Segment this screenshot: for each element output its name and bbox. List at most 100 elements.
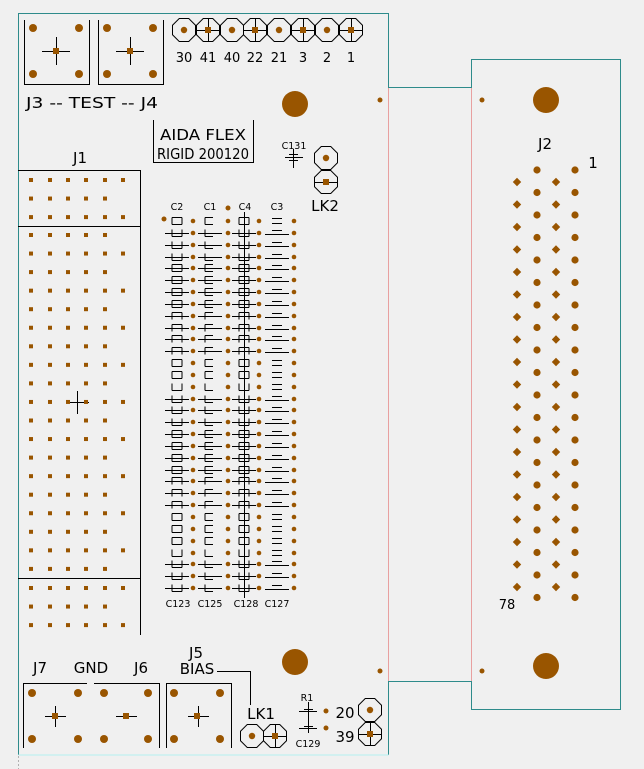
capacitor-pad[interactable] [291,254,297,260]
j1-pin[interactable] [66,437,70,442]
capacitor-pad[interactable] [190,348,196,354]
capacitor-pad[interactable] [225,550,231,556]
j1-pin[interactable] [66,344,70,349]
capacitor-symbol[interactable] [165,264,189,272]
center-pin[interactable] [127,48,133,54]
j1-pin[interactable] [103,529,107,534]
j1-pin[interactable] [103,215,107,220]
j1-pin[interactable] [29,455,33,460]
j2-pin[interactable] [571,593,579,602]
j2-pin[interactable] [533,301,541,309]
j1-pin[interactable] [48,474,52,479]
capacitor-symbol[interactable] [204,371,213,379]
j1-pin[interactable] [121,399,125,404]
header-pad-2[interactable] [315,18,339,42]
j1-pin[interactable] [48,307,52,312]
j2-pin[interactable] [533,391,541,399]
j1-pin[interactable] [48,381,52,386]
j1-pin[interactable] [103,196,107,201]
capacitor-pad[interactable] [225,502,231,508]
connector-pin[interactable] [74,735,82,743]
j2-pin[interactable] [512,582,522,592]
j1-pin[interactable] [29,233,33,237]
j1-pin[interactable] [66,566,70,571]
header-pad-40[interactable] [220,18,244,42]
j2-pin[interactable] [512,267,522,277]
j2-pin[interactable] [551,492,561,502]
j1-pin[interactable] [84,270,88,275]
capacitor-pad[interactable] [190,313,196,319]
j2-pin[interactable] [551,177,561,187]
capacitor-pad[interactable] [291,301,297,307]
capacitor-symbol[interactable] [198,276,222,284]
capacitor-pad[interactable] [291,526,297,532]
capacitor-symbol[interactable] [232,229,256,237]
capacitor-symbol[interactable] [232,584,256,592]
capacitor-pad[interactable] [256,431,262,437]
capacitor-symbol[interactable] [232,335,256,343]
j2-pin[interactable] [571,278,579,287]
j1-pin[interactable] [29,437,33,442]
j2-pin[interactable] [571,323,579,332]
capacitor-pad[interactable] [225,538,231,544]
capacitor-pad[interactable] [256,550,262,556]
j2-pin[interactable] [533,323,541,332]
j1-pin[interactable] [29,566,33,571]
j1-pin[interactable] [66,178,70,182]
capacitor-pad[interactable] [225,561,231,567]
j1-pin[interactable] [29,492,33,497]
j1-pin[interactable] [103,270,107,275]
capacitor-pad[interactable] [291,372,297,378]
j2-pin[interactable] [551,290,561,299]
j2-pin[interactable] [551,335,561,344]
j1-pin[interactable] [121,474,125,479]
j2-pin[interactable] [512,470,522,479]
j1-pin[interactable] [66,325,70,330]
capacitor-symbol[interactable] [265,325,289,330]
j1-pin[interactable] [103,455,107,460]
j2-pin[interactable] [512,560,522,569]
j1-pin[interactable] [48,566,52,571]
j2-pin[interactable] [533,278,541,287]
j1-pin[interactable] [84,178,88,182]
capacitor-symbol[interactable] [238,217,250,225]
capacitor-pad[interactable] [256,218,262,224]
capacitor-pad[interactable] [225,325,231,331]
capacitor-symbol[interactable] [232,560,256,568]
j1-pin[interactable] [84,288,88,293]
j1-pin[interactable] [103,492,107,497]
capacitor-pad[interactable] [291,585,297,591]
capacitor-pad[interactable] [291,443,297,449]
j2-pin[interactable] [551,470,561,479]
capacitor-pad[interactable] [291,490,297,496]
j1-pin[interactable] [66,586,70,590]
via[interactable] [161,216,167,222]
pin-39-pad[interactable] [358,722,382,746]
capacitor-symbol[interactable] [198,395,222,403]
capacitor-pad[interactable] [256,490,262,496]
capacitor-pad[interactable] [291,467,297,473]
j2-pin[interactable] [551,582,561,592]
capacitor-pad[interactable] [256,407,262,413]
capacitor-symbol[interactable] [171,525,183,533]
j1-pin[interactable] [103,623,107,628]
j1-pin[interactable] [103,251,107,256]
j1-pin[interactable] [48,215,52,220]
capacitor-symbol[interactable] [265,561,289,566]
j1-pin[interactable] [29,604,33,609]
j2-pin[interactable] [512,425,522,434]
j1-pin[interactable] [48,437,52,442]
capacitor-symbol[interactable] [198,300,222,308]
j1-pin[interactable] [29,529,33,534]
capacitor-pad[interactable] [256,396,262,402]
capacitor-symbol[interactable] [238,383,250,391]
capacitor-pad[interactable] [256,277,262,283]
j2-pin[interactable] [571,301,579,309]
j1-pin[interactable] [29,381,33,386]
j2-pin[interactable] [533,211,541,219]
j1-pin[interactable] [103,325,107,330]
j1-pin[interactable] [29,418,33,423]
capacitor-symbol[interactable] [165,406,189,414]
capacitor-pad[interactable] [190,550,196,556]
